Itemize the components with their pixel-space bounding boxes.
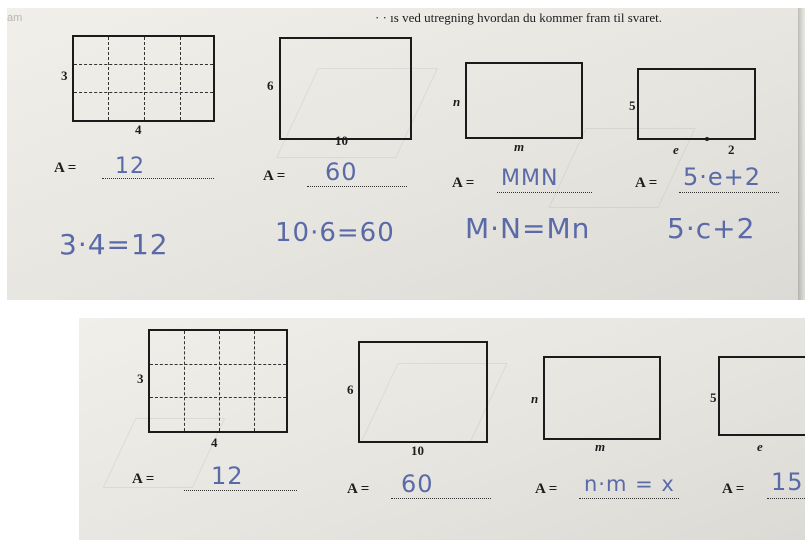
grid-line [108, 37, 109, 120]
rectangle-n-m [543, 356, 661, 440]
area-prefix: A = [722, 481, 745, 497]
grid-line [219, 331, 220, 431]
grid-line [144, 37, 145, 120]
area-prefix: A = [535, 481, 558, 497]
area-prefix: A = [132, 471, 155, 487]
bottom-label: 10 [335, 133, 348, 148]
working-handwritten: M·N=Mn [465, 212, 591, 245]
side-label: n [453, 94, 461, 109]
answer-line [307, 186, 407, 187]
grid-rectangle [72, 35, 215, 122]
bottom-label-e: e [673, 142, 679, 157]
rectangle-5-e-2 [637, 68, 756, 140]
area-prefix: A = [347, 481, 370, 497]
grid-line [254, 331, 255, 431]
answer-handwritten: 15 [771, 468, 804, 496]
working-handwritten: 10·6=60 [275, 218, 395, 248]
side-label: 3 [61, 68, 68, 83]
area-prefix: A = [635, 175, 658, 191]
working-handwritten: 3·4=12 [59, 228, 169, 261]
bottom-label: 10 [411, 443, 424, 458]
working-handwritten: 5·c+2 [667, 212, 756, 245]
bottom-label: 4 [211, 435, 218, 450]
page-fold [798, 8, 804, 300]
background-shadow [548, 128, 696, 208]
grid-line [184, 331, 185, 431]
area-prefix: A = [452, 175, 475, 191]
answer-handwritten: n·m = x [584, 472, 675, 496]
side-label: 5 [629, 98, 636, 113]
rectangle-n-m [465, 62, 583, 139]
bottom-label: e [757, 439, 763, 454]
answer-line [497, 192, 592, 193]
bottom-label: 4 [135, 122, 142, 137]
grid-line [74, 64, 213, 65]
answer-line [391, 498, 491, 499]
header-left-text: am [7, 12, 23, 24]
side-label: 6 [267, 78, 274, 93]
grid-line [74, 92, 213, 93]
side-label: 6 [347, 382, 354, 397]
worksheet-photo-bottom: 3 4 6 10 n m 5 e A = 12 A = 60 A = n·m =… [79, 318, 805, 540]
answer-line [579, 498, 679, 499]
side-label: 5 [710, 390, 717, 405]
answer-line [184, 490, 297, 491]
grid-line [150, 364, 286, 365]
area-prefix: A = [263, 168, 286, 184]
segment-tick [705, 137, 709, 141]
grid-line [150, 397, 286, 398]
rectangle-6x10 [358, 341, 488, 443]
side-label: n [531, 391, 539, 406]
grid-line [180, 37, 181, 120]
answer-handwritten: 12 [115, 154, 145, 179]
answer-handwritten: 60 [325, 158, 358, 186]
side-label: 3 [137, 371, 144, 386]
bottom-label-2: 2 [728, 142, 735, 157]
answer-handwritten: 12 [211, 462, 244, 490]
answer-handwritten: 5·e+2 [683, 163, 762, 191]
answer-line [767, 498, 805, 499]
worksheet-photo-top: am · · ıs ved utregning hvordan du komme… [7, 8, 805, 300]
answer-line [679, 192, 779, 193]
rectangle-5-e [718, 356, 805, 436]
rectangle-6x10 [279, 37, 412, 140]
answer-line [102, 178, 214, 179]
answer-handwritten: MMN [501, 166, 559, 191]
grid-rectangle [148, 329, 288, 433]
bottom-label: m [595, 439, 606, 454]
area-prefix: A = [54, 160, 77, 176]
instruction-text: · · ıs ved utregning hvordan du kommer f… [375, 10, 663, 25]
answer-handwritten: 60 [401, 470, 434, 498]
bottom-label: m [514, 139, 525, 154]
